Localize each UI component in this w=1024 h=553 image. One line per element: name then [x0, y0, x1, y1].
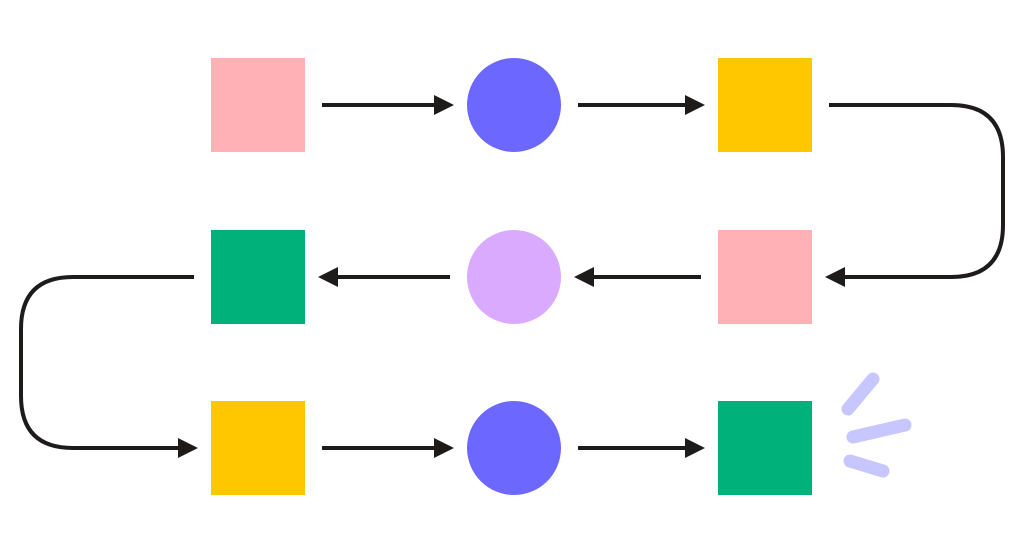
- node-6-square: [211, 230, 305, 324]
- arrow-6: [19, 275, 198, 458]
- sparkle-line-1: [841, 372, 880, 416]
- nodes: [211, 58, 812, 495]
- sparkle-line-2: [846, 418, 912, 444]
- node-5-circle: [467, 230, 561, 324]
- sparkle-icon: [841, 372, 912, 478]
- sparkle-line-3: [843, 454, 890, 478]
- arrow-3: [825, 103, 1005, 287]
- node-4-square: [718, 230, 812, 324]
- edges: [19, 95, 1005, 458]
- node-1-square: [211, 58, 305, 152]
- node-3-square: [718, 58, 812, 152]
- node-2-circle: [467, 58, 561, 152]
- node-8-circle: [467, 401, 561, 495]
- node-9-square: [718, 401, 812, 495]
- node-7-square: [211, 401, 305, 495]
